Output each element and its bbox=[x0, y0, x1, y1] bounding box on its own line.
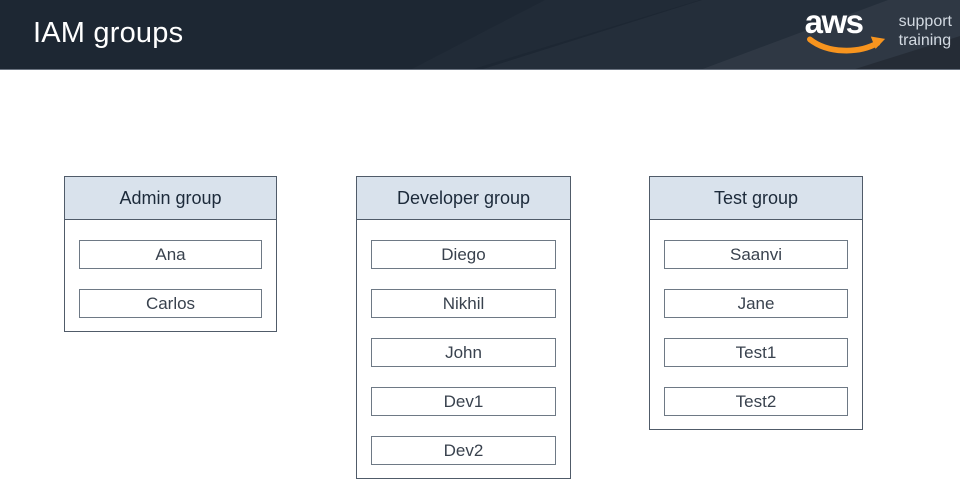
member-box: Test2 bbox=[664, 387, 848, 416]
logo-tagline-line1: support bbox=[898, 13, 952, 30]
aws-logo: aws support training bbox=[805, 3, 952, 59]
logo-tagline: support training bbox=[899, 9, 952, 50]
member-box: Test1 bbox=[664, 338, 848, 367]
group-members: Diego Nikhil John Dev1 Dev2 bbox=[357, 220, 570, 478]
member-box: Saanvi bbox=[664, 240, 848, 269]
member-box: Jane bbox=[664, 289, 848, 318]
group-members: Ana Carlos bbox=[65, 220, 276, 331]
group-members: Saanvi Jane Test1 Test2 bbox=[650, 220, 862, 429]
logo-tagline-line2: training bbox=[898, 32, 952, 49]
member-box: Nikhil bbox=[371, 289, 556, 318]
group-title: Developer group bbox=[396, 187, 531, 208]
member-box: Carlos bbox=[79, 289, 262, 318]
member-box: Dev2 bbox=[371, 436, 556, 465]
member-box: John bbox=[371, 338, 556, 367]
member-box: Dev1 bbox=[371, 387, 556, 416]
slide-header: IAM groups aws support training bbox=[0, 0, 960, 70]
group-header: Admin group bbox=[65, 177, 276, 220]
member-box: Ana bbox=[79, 240, 262, 269]
group-box-admin: Admin group Ana Carlos bbox=[64, 176, 277, 332]
aws-logo-mark: aws bbox=[805, 3, 887, 59]
member-box: Diego bbox=[371, 240, 556, 269]
page-title: IAM groups bbox=[33, 16, 184, 49]
group-header: Developer group bbox=[357, 177, 570, 220]
group-header: Test group bbox=[650, 177, 862, 220]
group-box-test: Test group Saanvi Jane Test1 Test2 bbox=[649, 176, 863, 430]
group-title: Test group bbox=[713, 187, 799, 208]
group-box-developer: Developer group Diego Nikhil John Dev1 D… bbox=[356, 176, 571, 479]
group-title: Admin group bbox=[119, 187, 222, 208]
aws-logo-text: aws bbox=[804, 3, 864, 40]
aws-smile-icon bbox=[806, 36, 885, 54]
